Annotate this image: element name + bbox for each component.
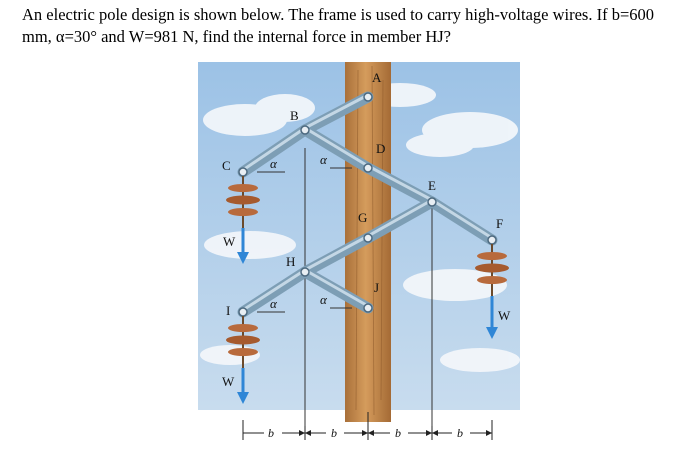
load-label-I: W xyxy=(222,374,235,389)
clouds xyxy=(200,83,520,372)
angle-label-D: α xyxy=(320,152,328,167)
insulator-F xyxy=(475,244,509,296)
load-arrows xyxy=(237,228,498,404)
dimension-label-3: b xyxy=(395,426,401,440)
angle-label-J: α xyxy=(320,292,328,307)
label-J: J xyxy=(374,280,379,295)
problem-statement: An electric pole design is shown below. … xyxy=(22,4,694,48)
insulator-C xyxy=(226,176,260,228)
label-C: C xyxy=(222,158,231,173)
frame-members xyxy=(237,91,498,318)
pin-B xyxy=(300,125,310,135)
pin-F xyxy=(487,235,497,245)
label-A: A xyxy=(372,70,382,85)
member-BD xyxy=(299,124,374,174)
member-GH xyxy=(299,232,374,278)
pin-I xyxy=(238,307,248,317)
member-BC xyxy=(237,124,311,178)
pin-C xyxy=(238,167,248,177)
member-DE xyxy=(362,162,438,208)
load-label-C: W xyxy=(223,234,236,249)
pin-H xyxy=(300,267,310,277)
member-AB xyxy=(299,91,374,136)
label-D: D xyxy=(376,141,385,156)
dimension-line xyxy=(242,412,493,440)
member-HJ xyxy=(299,266,374,314)
member-EG xyxy=(362,196,438,244)
angle-label-I: α xyxy=(270,296,278,311)
load-label-F: W xyxy=(498,308,511,323)
label-H: H xyxy=(286,254,295,269)
label-G: G xyxy=(358,210,367,225)
label-B: B xyxy=(290,108,299,123)
member-EF xyxy=(426,196,498,246)
insulator-I xyxy=(226,316,260,368)
label-F: F xyxy=(496,216,503,231)
dimension-label-4: b xyxy=(457,426,463,440)
question-line-1: An electric pole design is shown below. … xyxy=(22,5,655,24)
pin-D xyxy=(363,163,373,173)
angle-label-C: α xyxy=(270,156,278,171)
joint-pins xyxy=(238,92,497,317)
label-I: I xyxy=(226,303,230,318)
guide-lines xyxy=(304,148,433,440)
pin-G xyxy=(363,233,373,243)
dimension-label-2: b xyxy=(331,426,337,440)
question-line-2: mm, α=30° and W=981 N, find the internal… xyxy=(22,27,451,46)
pin-A xyxy=(363,92,373,102)
member-HI xyxy=(237,266,311,318)
dimension-label-1: b xyxy=(268,426,274,440)
pin-J xyxy=(363,303,373,313)
pin-E xyxy=(427,197,437,207)
label-E: E xyxy=(428,178,436,193)
